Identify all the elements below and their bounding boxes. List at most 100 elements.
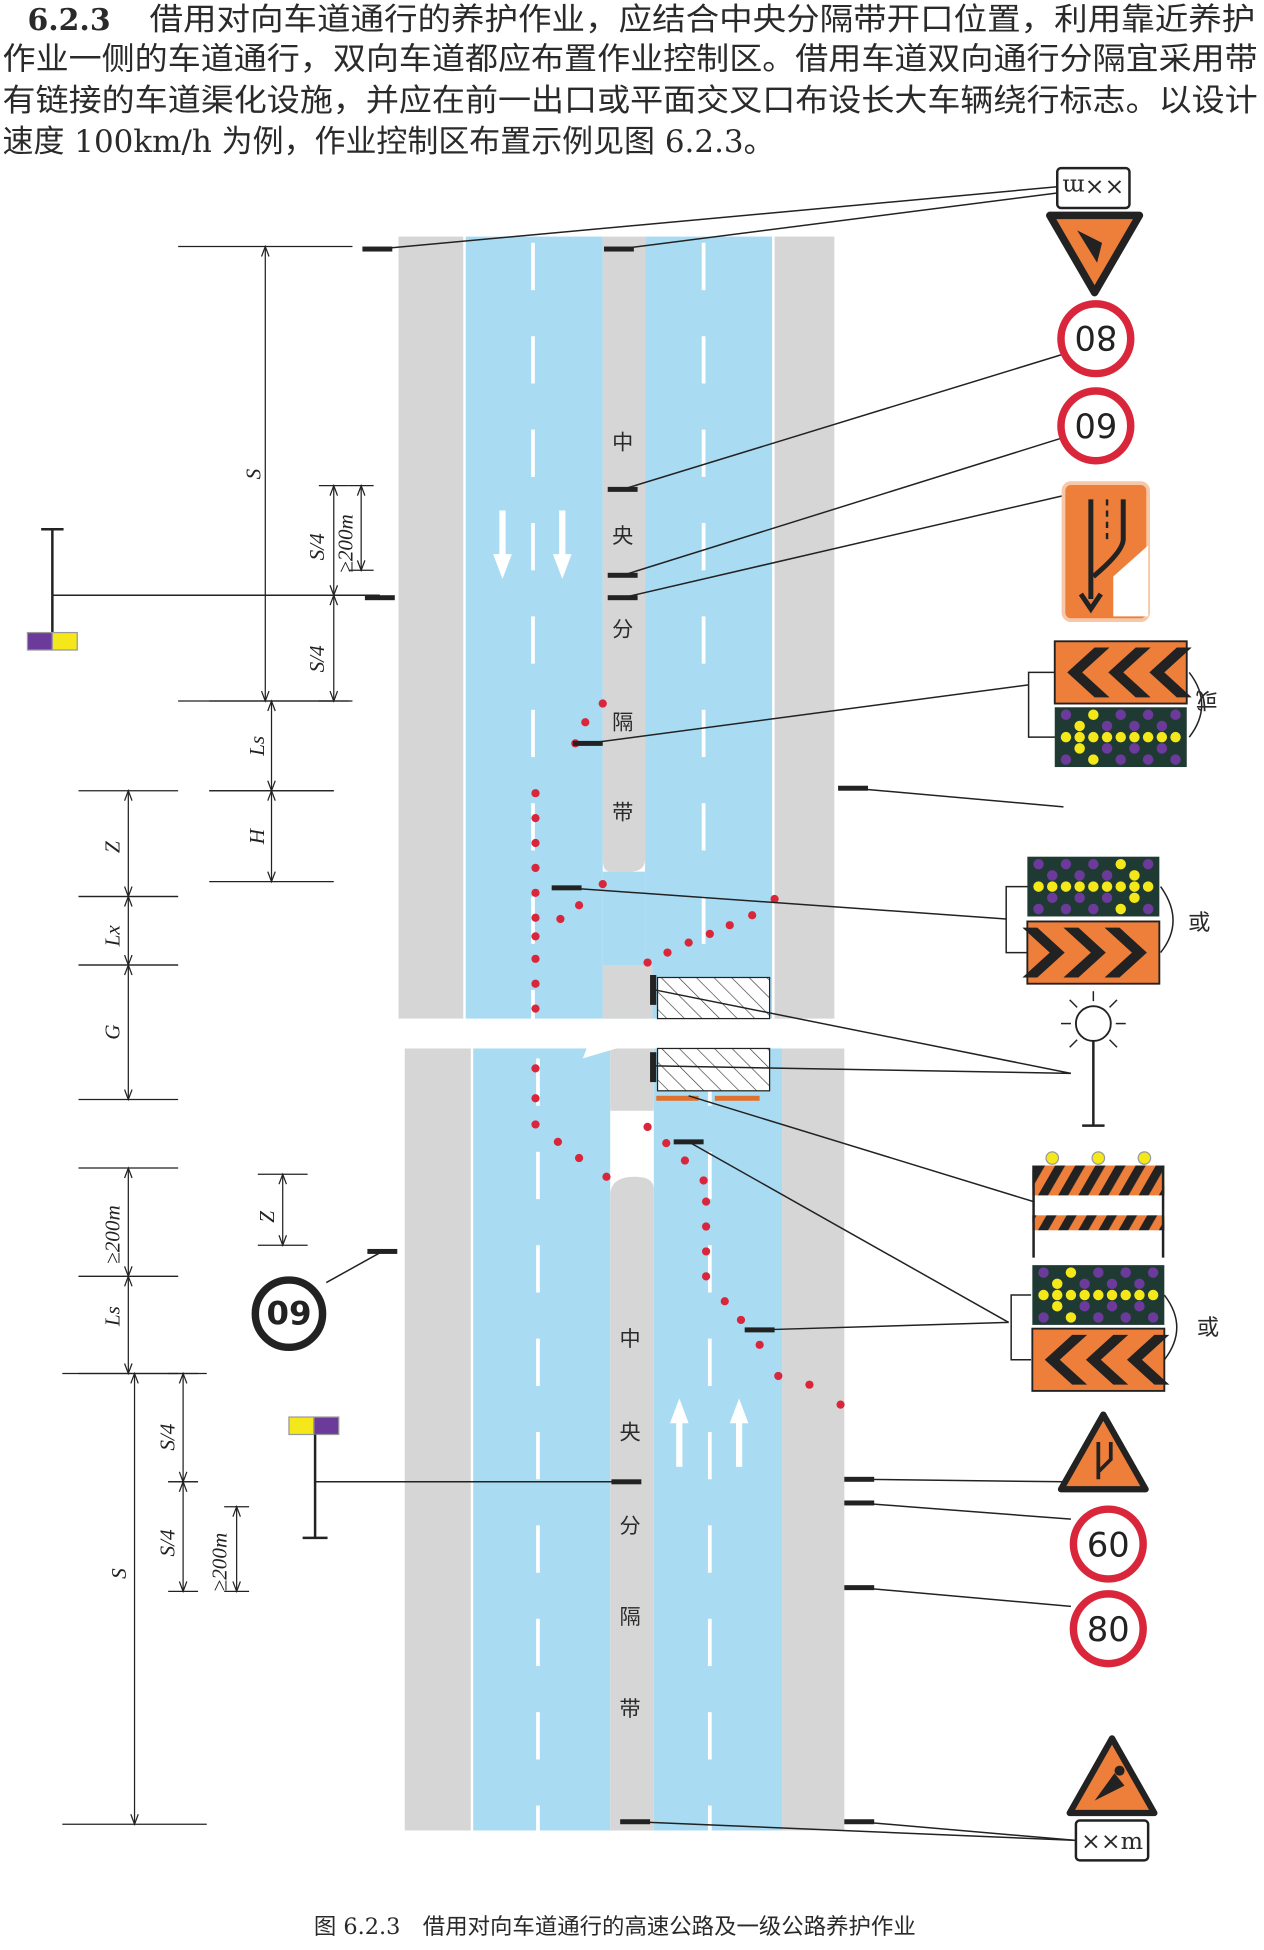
leader-line <box>759 1321 1009 1331</box>
arrowhead <box>267 871 276 884</box>
traffic-cone <box>699 1176 708 1185</box>
svg-text:S: S <box>241 468 265 479</box>
purple-light <box>1134 1300 1145 1312</box>
chevron-right-icon <box>1104 927 1147 978</box>
svg-text:S: S <box>107 1568 131 1579</box>
lane-dash <box>701 709 706 758</box>
svg-text:带: 带 <box>612 799 633 824</box>
svg-text:或: 或 <box>1195 686 1217 712</box>
down-arrow-icon <box>552 510 572 580</box>
bracket <box>1027 671 1056 738</box>
purple-light <box>1129 743 1140 754</box>
arrowhead <box>278 1172 288 1185</box>
leader-line <box>859 1502 1071 1520</box>
purple-light <box>1142 754 1154 765</box>
purple-light <box>1038 1312 1049 1323</box>
sign-post <box>572 740 603 746</box>
traffic-cone <box>805 1380 814 1389</box>
yellow-light <box>1052 1300 1063 1312</box>
traffic-cone <box>574 901 584 910</box>
sign-post <box>607 572 638 578</box>
svg-text:中: 中 <box>612 430 633 455</box>
lane-dash <box>701 429 706 477</box>
yellow-light <box>1033 881 1044 892</box>
lane-dash <box>701 616 706 664</box>
traffic-cone <box>736 1315 746 1325</box>
svg-text:隔: 隔 <box>612 710 633 735</box>
traffic-cone <box>531 932 540 941</box>
lane-dash <box>701 896 706 944</box>
lane-dash <box>531 242 535 291</box>
purple-light <box>1106 1278 1118 1290</box>
speed-limit-60-sign: 60 <box>1069 1505 1147 1583</box>
purple-light <box>1120 1267 1131 1278</box>
lane-dash <box>701 522 706 571</box>
svg-text:60: 60 <box>1074 405 1117 444</box>
arrowhead <box>178 1581 188 1594</box>
yellow-light <box>1060 881 1072 892</box>
sign-post <box>603 246 634 252</box>
arrowhead <box>178 1371 188 1384</box>
traffic-cone <box>701 1197 711 1206</box>
purple-light <box>1134 1278 1145 1290</box>
svg-text:80: 80 <box>1087 1610 1130 1649</box>
lane-dash <box>701 803 706 851</box>
yellow-light <box>1088 731 1099 743</box>
yellow-light <box>1074 720 1085 732</box>
sign-post <box>844 1500 875 1506</box>
yellow-light <box>1115 858 1126 870</box>
speed-limit-60-sign-reversed: 60 <box>1057 387 1135 465</box>
yellow-light <box>1101 731 1113 743</box>
purple-light <box>1156 720 1168 732</box>
purple-light <box>1033 903 1044 915</box>
purple-light <box>1060 754 1072 765</box>
purple-light <box>1093 1312 1104 1323</box>
sign-post <box>551 885 582 891</box>
traffic-cone <box>598 699 607 708</box>
leader-line <box>587 684 1029 745</box>
arrowhead <box>278 1235 288 1247</box>
work-area <box>650 975 771 1101</box>
purple-light <box>1170 754 1181 765</box>
purple-light <box>1106 1300 1118 1312</box>
traffic-cone <box>531 1064 540 1073</box>
sign-post <box>362 246 393 252</box>
worker-icon <box>1077 230 1103 263</box>
chevron-left-icon <box>1108 647 1151 698</box>
arrowhead <box>123 963 133 976</box>
yellow-light <box>1134 1289 1145 1301</box>
paragraph-line-3: 有链接的车道渠化设施，并应在前一出口或平面交叉口布设长大车辆绕行标志。以设计 <box>3 83 1258 119</box>
yellow-light <box>1129 892 1140 904</box>
yellow-light <box>1129 881 1140 892</box>
yellow-light <box>1101 881 1113 892</box>
purple-light <box>1074 892 1085 904</box>
purple-light <box>1115 709 1126 720</box>
leader-line <box>566 887 1007 920</box>
traffic-cone <box>748 911 757 920</box>
traffic-cone <box>531 863 540 873</box>
down-arrow-icon <box>1078 592 1103 614</box>
traffic-cone <box>770 894 779 904</box>
yellow-light <box>1052 1278 1063 1290</box>
arrowhead <box>260 244 270 257</box>
lane-dash <box>531 709 535 758</box>
traffic-cone <box>701 1222 711 1231</box>
leader-line <box>622 354 1062 491</box>
chevron-right-icon <box>1063 927 1106 978</box>
lane-dash <box>536 1151 540 1200</box>
svg-text:≥200m: ≥200m <box>101 1205 125 1264</box>
sign-post <box>367 1248 398 1254</box>
sign-post <box>844 1476 875 1482</box>
dimension-lines <box>62 244 374 1827</box>
svg-text:Lx: Lx <box>101 925 125 948</box>
traffic-cone <box>663 948 672 957</box>
arrowhead <box>232 1504 241 1517</box>
arrow-board <box>1027 856 1160 917</box>
yellow-light <box>1093 1289 1104 1301</box>
lane-dash <box>707 1338 712 1386</box>
traffic-cone <box>531 1094 540 1103</box>
barrier <box>656 1095 699 1101</box>
purple-light <box>1088 903 1099 915</box>
yellow-light <box>1115 881 1126 892</box>
traffic-cone <box>701 1247 711 1256</box>
